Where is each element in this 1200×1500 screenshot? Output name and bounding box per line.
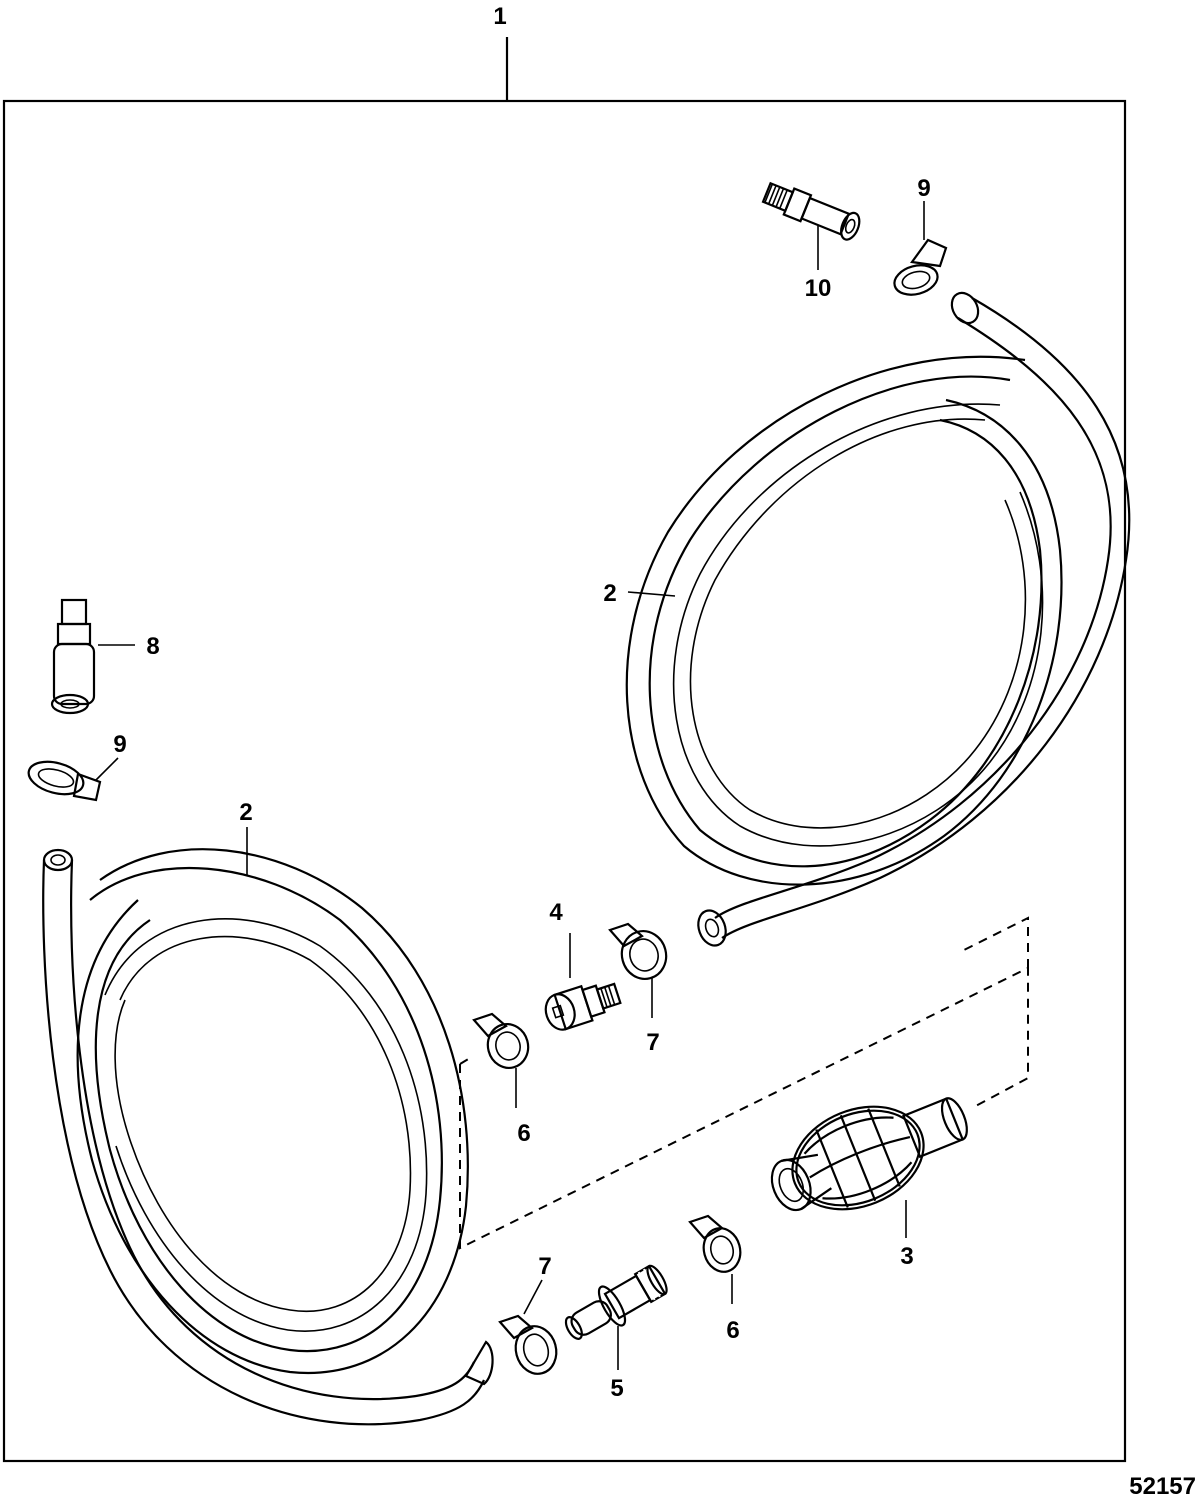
outlet-fitting-4 <box>544 982 622 1031</box>
leader-hose-upper <box>627 591 676 597</box>
callout-hose-lower: 2 <box>239 799 252 826</box>
fuel-hose-lower <box>42 848 494 1426</box>
hose-fitting-8 <box>50 598 96 715</box>
callout-fitting-8: 8 <box>146 633 159 660</box>
inlet-fitting-5 <box>564 1264 668 1340</box>
hose-clamp-7-upper <box>608 922 668 980</box>
callout-clamp-6-upper: 6 <box>517 1120 530 1147</box>
callout-clamp-7-upper: 7 <box>646 1029 659 1056</box>
callout-fitting-4: 4 <box>549 899 563 926</box>
leader-clamp-7-lower <box>523 1279 543 1315</box>
hose-clamp-6-upper <box>472 1012 530 1069</box>
primer-bulb-3 <box>770 1097 968 1212</box>
hose-clamp-7-lower <box>498 1314 558 1375</box>
callout-clamp-7-lower: 7 <box>538 1253 551 1280</box>
hose-fitting-10 <box>761 181 861 241</box>
callout-clamp-6-lower: 6 <box>726 1317 739 1344</box>
figure-number: 52157 <box>1129 1473 1196 1500</box>
hose-clamp-6-lower <box>688 1214 742 1273</box>
kit-frame <box>2 99 1127 1463</box>
callout-kit: 1 <box>493 3 506 30</box>
fuel-hose-upper <box>625 291 1131 947</box>
callout-fitting-10: 10 <box>805 275 832 302</box>
callout-bulb-3: 3 <box>900 1243 913 1270</box>
hose-clamp-9-right <box>893 238 948 296</box>
callout-clamp-9-right: 9 <box>917 175 930 202</box>
hose-clamp-9-left <box>27 760 102 802</box>
callout-fitting-5: 5 <box>610 1375 623 1402</box>
leader-clamp-9-left <box>95 757 119 781</box>
callout-hose-upper: 2 <box>603 580 616 607</box>
callout-clamp-9-left: 9 <box>113 731 126 758</box>
